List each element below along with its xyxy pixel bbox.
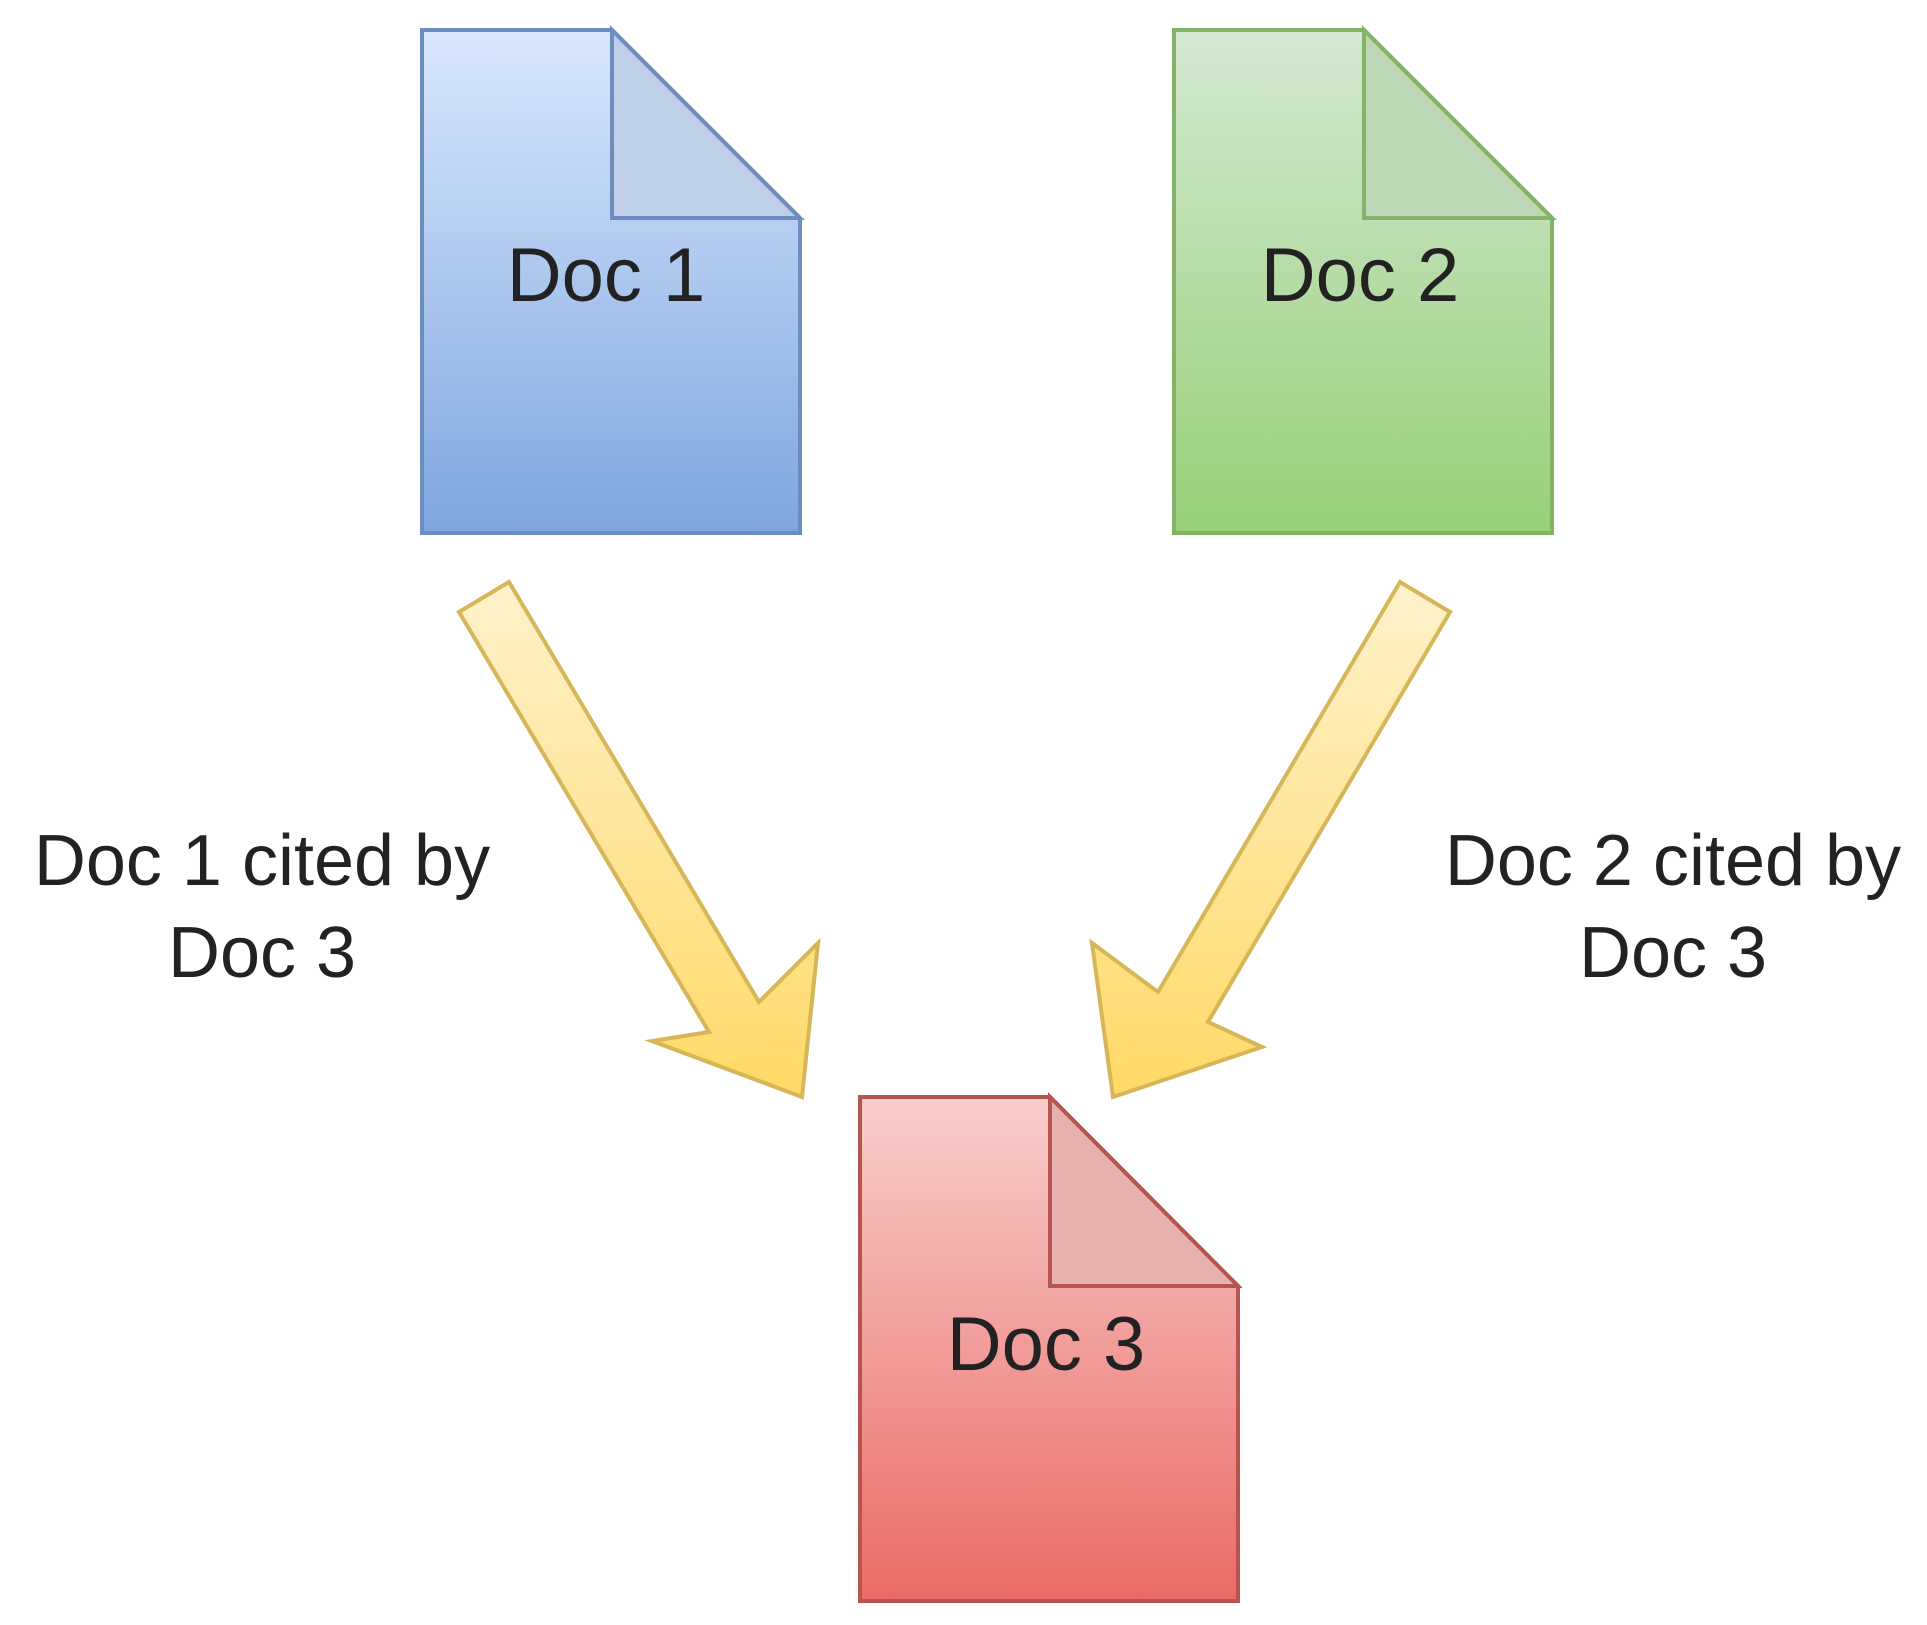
edge-label-doc2: Doc 2 cited by Doc 3 xyxy=(1445,821,1901,993)
edge-label-doc2-line2: Doc 3 xyxy=(1579,913,1767,993)
doc3-fold-outline xyxy=(1048,1092,1243,1288)
doc3-node[interactable]: Doc 3 xyxy=(858,1092,1243,1603)
doc2-fold-outline xyxy=(1362,25,1557,220)
doc1-node[interactable]: Doc 1 xyxy=(420,25,805,535)
right-arrow xyxy=(1089,579,1453,1100)
edge-label-doc2-line1: Doc 2 cited by xyxy=(1445,821,1901,901)
doc2-node[interactable]: Doc 2 xyxy=(1172,25,1557,535)
doc3-label: Doc 3 xyxy=(947,1302,1146,1387)
edge-doc2-to-doc3[interactable] xyxy=(1089,579,1453,1100)
doc1-label: Doc 1 xyxy=(507,233,706,318)
left-arrow xyxy=(456,579,821,1100)
edge-label-doc1-line2: Doc 3 xyxy=(168,913,356,993)
doc2-label: Doc 2 xyxy=(1261,233,1460,318)
doc1-fold-outline xyxy=(610,25,805,220)
edge-label-doc1: Doc 1 cited by Doc 3 xyxy=(34,821,490,993)
edge-doc1-to-doc3[interactable] xyxy=(456,579,821,1100)
edge-label-doc1-line1: Doc 1 cited by xyxy=(34,821,490,901)
